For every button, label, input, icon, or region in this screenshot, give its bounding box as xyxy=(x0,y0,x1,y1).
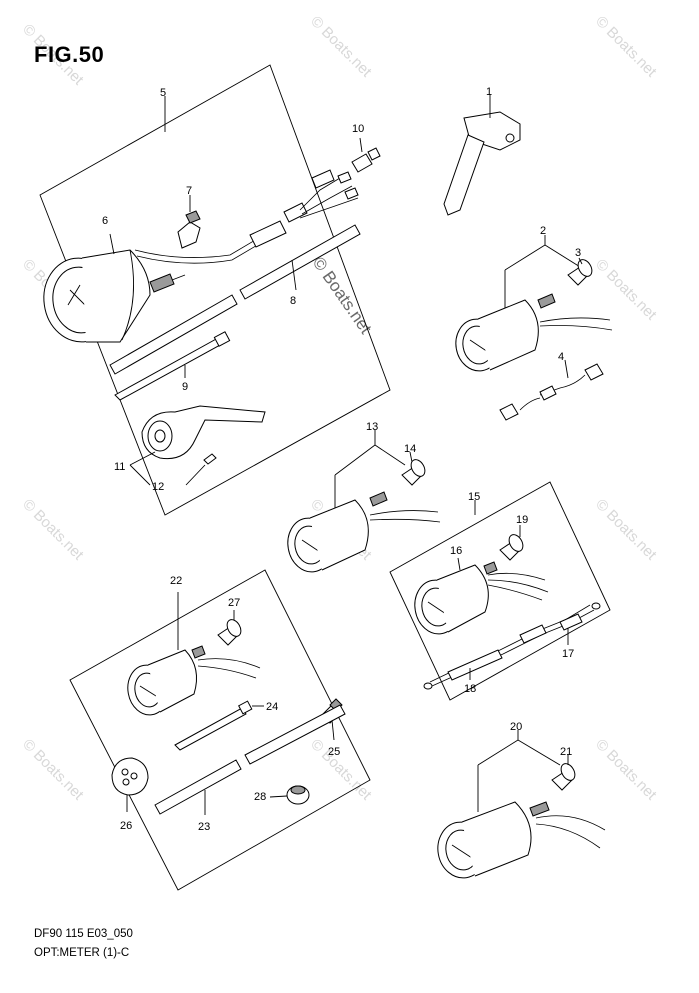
callout-17: 17 xyxy=(562,648,574,660)
callout-7: 7 xyxy=(186,185,192,197)
gauge-13[interactable] xyxy=(284,491,441,575)
callout-1: 1 xyxy=(486,86,492,98)
bulb-27[interactable] xyxy=(217,610,244,646)
figure-name: OPT:METER (1)-C xyxy=(34,947,130,959)
callout-6: 6 xyxy=(102,215,108,227)
callout-18: 18 xyxy=(464,683,476,695)
callout-15: 15 xyxy=(468,491,480,503)
callout-10: 10 xyxy=(352,123,364,135)
callout-22: 22 xyxy=(170,575,182,587)
lever-1[interactable] xyxy=(443,95,521,216)
gauge-16[interactable] xyxy=(411,557,549,637)
callout-23: 23 xyxy=(198,821,210,833)
bulb-3[interactable] xyxy=(567,257,595,286)
callout-26: 26 xyxy=(120,820,132,832)
screw-12[interactable] xyxy=(185,453,217,486)
figure-title: FIG.50 xyxy=(34,42,105,67)
bulb-19[interactable] xyxy=(499,525,526,561)
callout-28: 28 xyxy=(254,791,266,803)
group-box-15 xyxy=(389,481,611,701)
background-watermarks: © Boats.net © Boats.net © Boats.net © Bo… xyxy=(19,13,660,804)
cable-tie-24[interactable] xyxy=(174,700,264,751)
callout-19: 19 xyxy=(516,514,528,526)
group-box-22 xyxy=(69,569,371,891)
lead-wire-4[interactable] xyxy=(499,359,604,421)
callout-16: 16 xyxy=(450,545,462,557)
bracket-11[interactable] xyxy=(129,405,266,486)
watermark-text: © Boats.net xyxy=(19,496,87,564)
grommet-28[interactable] xyxy=(269,785,310,805)
watermark-text: © Boats.net xyxy=(307,13,375,81)
callout-25: 25 xyxy=(328,746,340,758)
group-box-5 xyxy=(39,64,391,516)
tube-8[interactable] xyxy=(109,224,361,375)
plug-26[interactable] xyxy=(111,757,149,812)
gauge-2[interactable] xyxy=(452,293,613,374)
figure-code: DF90 115 E03_050 xyxy=(34,928,133,940)
group-20-bracket xyxy=(477,730,561,812)
callout-13: 13 xyxy=(366,421,378,433)
callout-27: 27 xyxy=(228,597,240,609)
callout-24: 24 xyxy=(266,701,278,713)
bulb-14[interactable] xyxy=(401,451,428,486)
watermark-text: © Boats.net xyxy=(592,13,660,81)
callout-20: 20 xyxy=(510,721,522,733)
bulb-10[interactable] xyxy=(351,137,381,173)
callout-14: 14 xyxy=(404,443,416,455)
harness-17-18[interactable] xyxy=(423,602,601,690)
group-13-bracket xyxy=(334,430,406,510)
watermark-text: © Boats.net xyxy=(592,736,660,804)
callout-9: 9 xyxy=(182,381,188,393)
wire-harness-5 xyxy=(134,169,359,264)
cable-tie-9[interactable] xyxy=(114,331,231,401)
bulb-socket-7[interactable] xyxy=(177,195,201,249)
callout-4: 4 xyxy=(558,351,564,363)
callout-11: 11 xyxy=(114,461,125,473)
callout-labels: 1234567891011121314151617181920212223242… xyxy=(102,86,581,833)
gauge-6[interactable] xyxy=(39,233,186,347)
gauge-22[interactable] xyxy=(124,645,261,718)
callout-3: 3 xyxy=(575,247,581,259)
callout-5: 5 xyxy=(160,87,166,99)
callout-12: 12 xyxy=(152,481,164,493)
callout-8: 8 xyxy=(290,295,296,307)
callout-21: 21 xyxy=(560,746,572,758)
watermark-text: © Boats.net xyxy=(592,256,660,324)
tube-23[interactable] xyxy=(154,704,346,815)
callout-2: 2 xyxy=(540,225,546,237)
watermark-text: © Boats.net xyxy=(592,496,660,564)
gauge-20[interactable] xyxy=(434,801,606,882)
bulb-21[interactable] xyxy=(551,755,578,791)
watermark-text: © Boats.net xyxy=(19,736,87,804)
